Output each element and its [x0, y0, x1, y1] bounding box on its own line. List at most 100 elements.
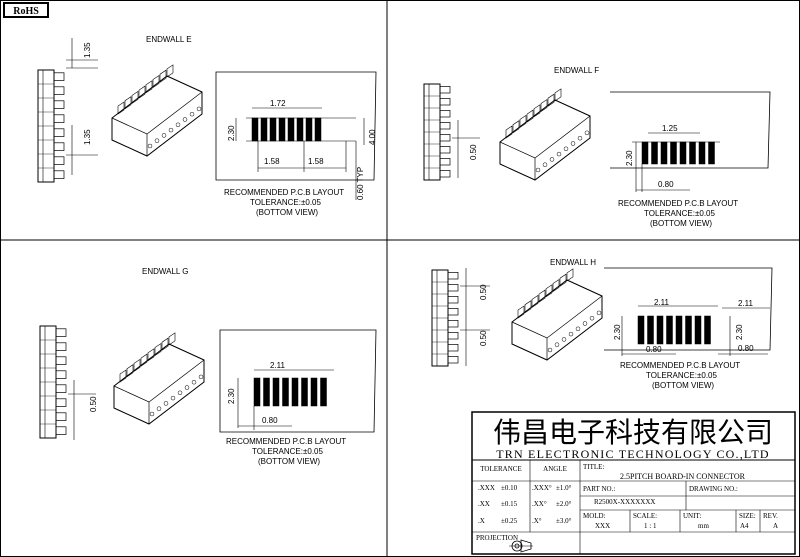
iso-pin: [133, 358, 141, 372]
iso-pin: [538, 289, 546, 303]
iso-pin: [154, 342, 162, 357]
pcb-pad: [647, 315, 654, 345]
pcb-pad: [698, 141, 706, 165]
iso-hole: [156, 406, 162, 411]
iso-pin: [152, 74, 160, 89]
iso-hole: [556, 151, 562, 157]
pcb-outline: [215, 71, 377, 181]
iso-pin: [519, 114, 527, 128]
iso-hole: [177, 390, 183, 396]
tolerance-format: .XX: [478, 500, 490, 508]
terminal-tooth: [447, 272, 459, 280]
dim-pad-height: 2.30: [613, 324, 622, 340]
side-dim: 0.50: [89, 396, 98, 412]
drawing-no-label: DRAWING NO.:: [689, 485, 738, 493]
size-label: SIZE:: [739, 512, 756, 520]
rohs-badge: RoHS: [3, 2, 49, 18]
side-dim: 0.50: [479, 284, 488, 300]
terminal-tooth: [55, 328, 67, 337]
dim-pad-width: 2.11: [738, 299, 754, 308]
view-title: ENDWALL G: [142, 267, 189, 276]
side-dim: 1.35: [83, 42, 92, 58]
connector-iso: [511, 268, 603, 361]
iso-hole: [549, 157, 555, 162]
dim-pad-height: 2.30: [227, 125, 236, 141]
connector-iso: [111, 64, 203, 157]
tolerance-format: .XXX: [478, 484, 495, 492]
iso-pin: [533, 104, 541, 118]
terminal-tooth: [55, 342, 67, 351]
pcb-pad: [685, 315, 692, 345]
pcb-pad: [296, 117, 304, 142]
pcb-pad: [314, 117, 322, 142]
pcb-pad: [637, 315, 645, 345]
bottom-view-note: (BOTTOM VIEW): [256, 208, 318, 217]
iso-pin: [512, 120, 520, 134]
terminal-tooth: [447, 296, 459, 304]
tolerance-value: ±0.10: [501, 484, 518, 492]
title-value: 2.5PITCH BOARD-IN CONNECTOR: [620, 472, 746, 481]
pcb-pad: [301, 377, 308, 407]
part-no-value: R2500X-XXXXXXX: [594, 498, 655, 506]
view-title: ENDWALL H: [550, 258, 596, 267]
iso-hole: [582, 321, 588, 326]
side-dim: 1.35: [83, 129, 92, 145]
iso-pin: [505, 125, 513, 139]
pad-row: [253, 377, 327, 407]
iso-hole: [191, 379, 197, 385]
unit-label: UNIT:: [683, 512, 701, 520]
rev-label: REV.: [763, 512, 778, 520]
iso-hole: [542, 162, 548, 167]
iso-pin: [559, 273, 567, 287]
iso-hole: [547, 347, 553, 353]
terminal-tooth: [447, 332, 459, 340]
projection-label: PROJECTION: [476, 534, 518, 542]
dim-pitch: 1.58: [308, 157, 324, 166]
dim-pad-width: 2.11: [654, 298, 670, 307]
pcb-pad: [278, 117, 286, 142]
rohs-label: RoHS: [13, 6, 39, 17]
terminal-tooth: [439, 98, 451, 106]
terminal-tooth: [55, 356, 67, 365]
terminal-tooth: [53, 142, 65, 151]
pcb-pad: [310, 377, 318, 407]
iso-pin: [159, 69, 167, 83]
terminal-tooth: [55, 412, 67, 421]
terminal-tooth: [439, 158, 451, 166]
pcb-pad: [269, 117, 277, 142]
terminal-tooth: [439, 86, 451, 94]
iso-pin: [138, 85, 146, 99]
dim-offset: 0.80: [646, 345, 662, 354]
iso-hole: [175, 122, 181, 128]
view-endwall-e: ENDWALL E 1.35 1.35 1.72 2.30: [37, 35, 377, 217]
tolerance-value: ±0.25: [501, 517, 518, 525]
iso-hole: [163, 401, 169, 406]
tolerance-header: TOLERANCE: [480, 465, 521, 473]
iso-pin: [131, 90, 139, 104]
iso-pin: [166, 64, 174, 78]
iso-pin: [124, 96, 132, 110]
iso-pin: [526, 109, 534, 123]
iso-pin: [566, 268, 574, 282]
dim-pitch: 1.58: [264, 157, 280, 166]
terminal-tooth: [53, 170, 65, 179]
iso-hole: [563, 146, 569, 152]
pcb-pad: [675, 315, 683, 345]
iso-pin: [145, 80, 153, 94]
terminal-tooth: [53, 128, 65, 137]
company-name-en: TRN ELECTRONIC TECHNOLOGY CO.,LTD: [496, 447, 769, 461]
terminal-tooth: [53, 86, 65, 95]
iso-hole: [184, 385, 190, 390]
bottom-view-note: (BOTTOM VIEW): [652, 381, 714, 390]
terminal-tooth: [447, 320, 459, 328]
angle-value: ±1.0°: [556, 484, 572, 492]
iso-hole: [196, 106, 202, 112]
side-view: [423, 83, 451, 181]
iso-pin: [524, 300, 532, 314]
pad-row: [251, 117, 322, 142]
view-title: ENDWALL E: [146, 35, 192, 44]
company-name-cn: 伟昌电子科技有限公司: [493, 417, 773, 449]
title-label: TITLE:: [583, 463, 604, 471]
iso-hole: [168, 127, 174, 133]
